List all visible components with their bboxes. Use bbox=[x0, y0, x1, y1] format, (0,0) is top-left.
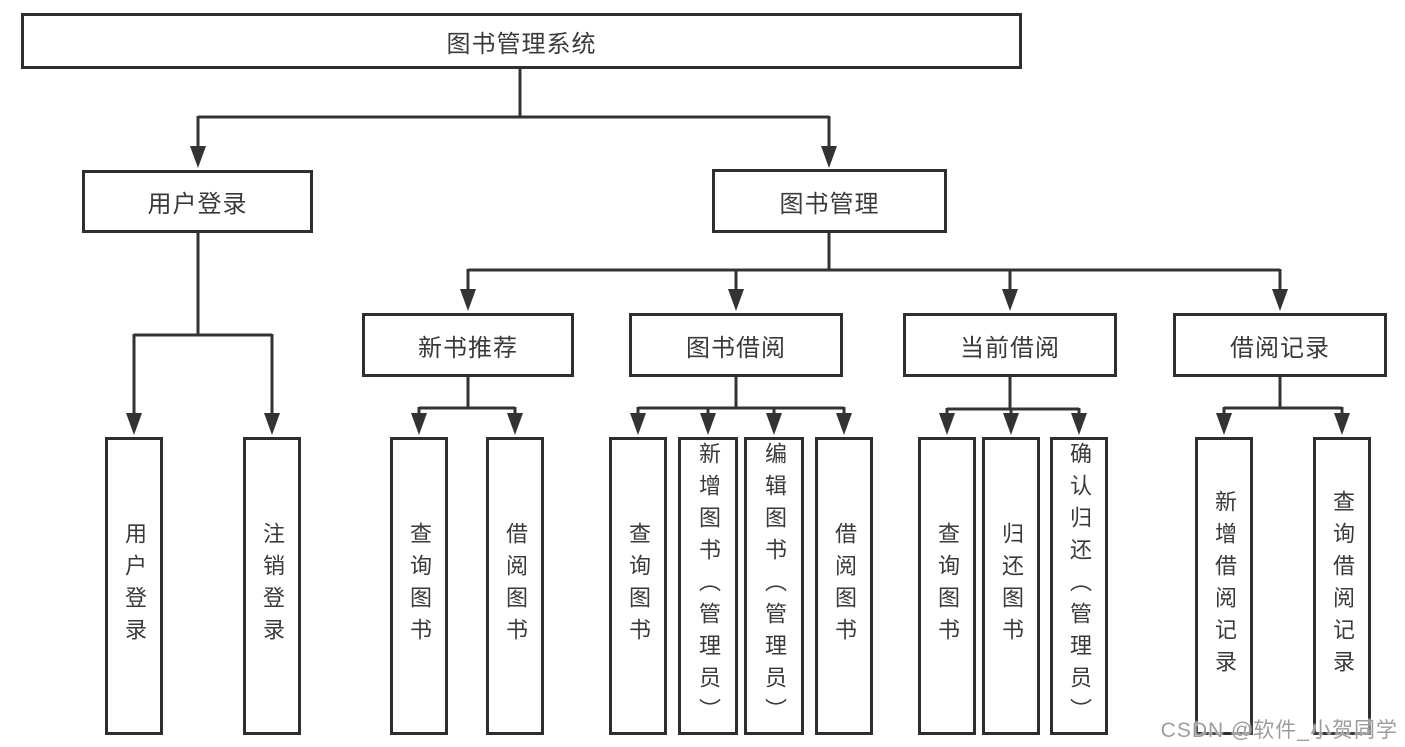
node-borrowing-records: 借阅记录 bbox=[1173, 313, 1387, 377]
node-book-borrowing: 图书借阅 bbox=[629, 313, 843, 377]
leaf-user-login: 用户登录 bbox=[105, 437, 163, 735]
arrowheads bbox=[126, 146, 1350, 435]
csdn-watermark: CSDN @软件_小贺同学 bbox=[1160, 719, 1398, 742]
leaf-return-books: 归还图书 bbox=[982, 437, 1040, 735]
node-root-system: 图书管理系统 bbox=[21, 13, 1022, 69]
leaf-edit-books-admin: 编辑图书（管理员） bbox=[744, 437, 804, 735]
node-new-book-recommendation: 新书推荐 bbox=[362, 313, 574, 377]
leaf-confirm-return-admin: 确认归还（管理员） bbox=[1050, 437, 1108, 735]
leaf-borrow-books: 借阅图书 bbox=[815, 437, 873, 735]
leaf-query-books: 查询图书 bbox=[390, 437, 448, 735]
leaf-query-books: 查询图书 bbox=[609, 437, 667, 735]
leaf-logout: 注销登录 bbox=[243, 437, 301, 735]
leaf-borrow-books: 借阅图书 bbox=[486, 437, 544, 735]
node-user-login: 用户登录 bbox=[82, 170, 313, 233]
node-book-management: 图书管理 bbox=[712, 169, 947, 233]
leaf-query-borrow-record: 查询借阅记录 bbox=[1313, 437, 1371, 735]
node-current-borrowing: 当前借阅 bbox=[903, 313, 1117, 377]
leaf-query-books: 查询图书 bbox=[918, 437, 976, 735]
leaf-add-books-admin: 新增图书（管理员） bbox=[678, 437, 738, 735]
leaf-add-borrow-record: 新增借阅记录 bbox=[1195, 437, 1253, 735]
